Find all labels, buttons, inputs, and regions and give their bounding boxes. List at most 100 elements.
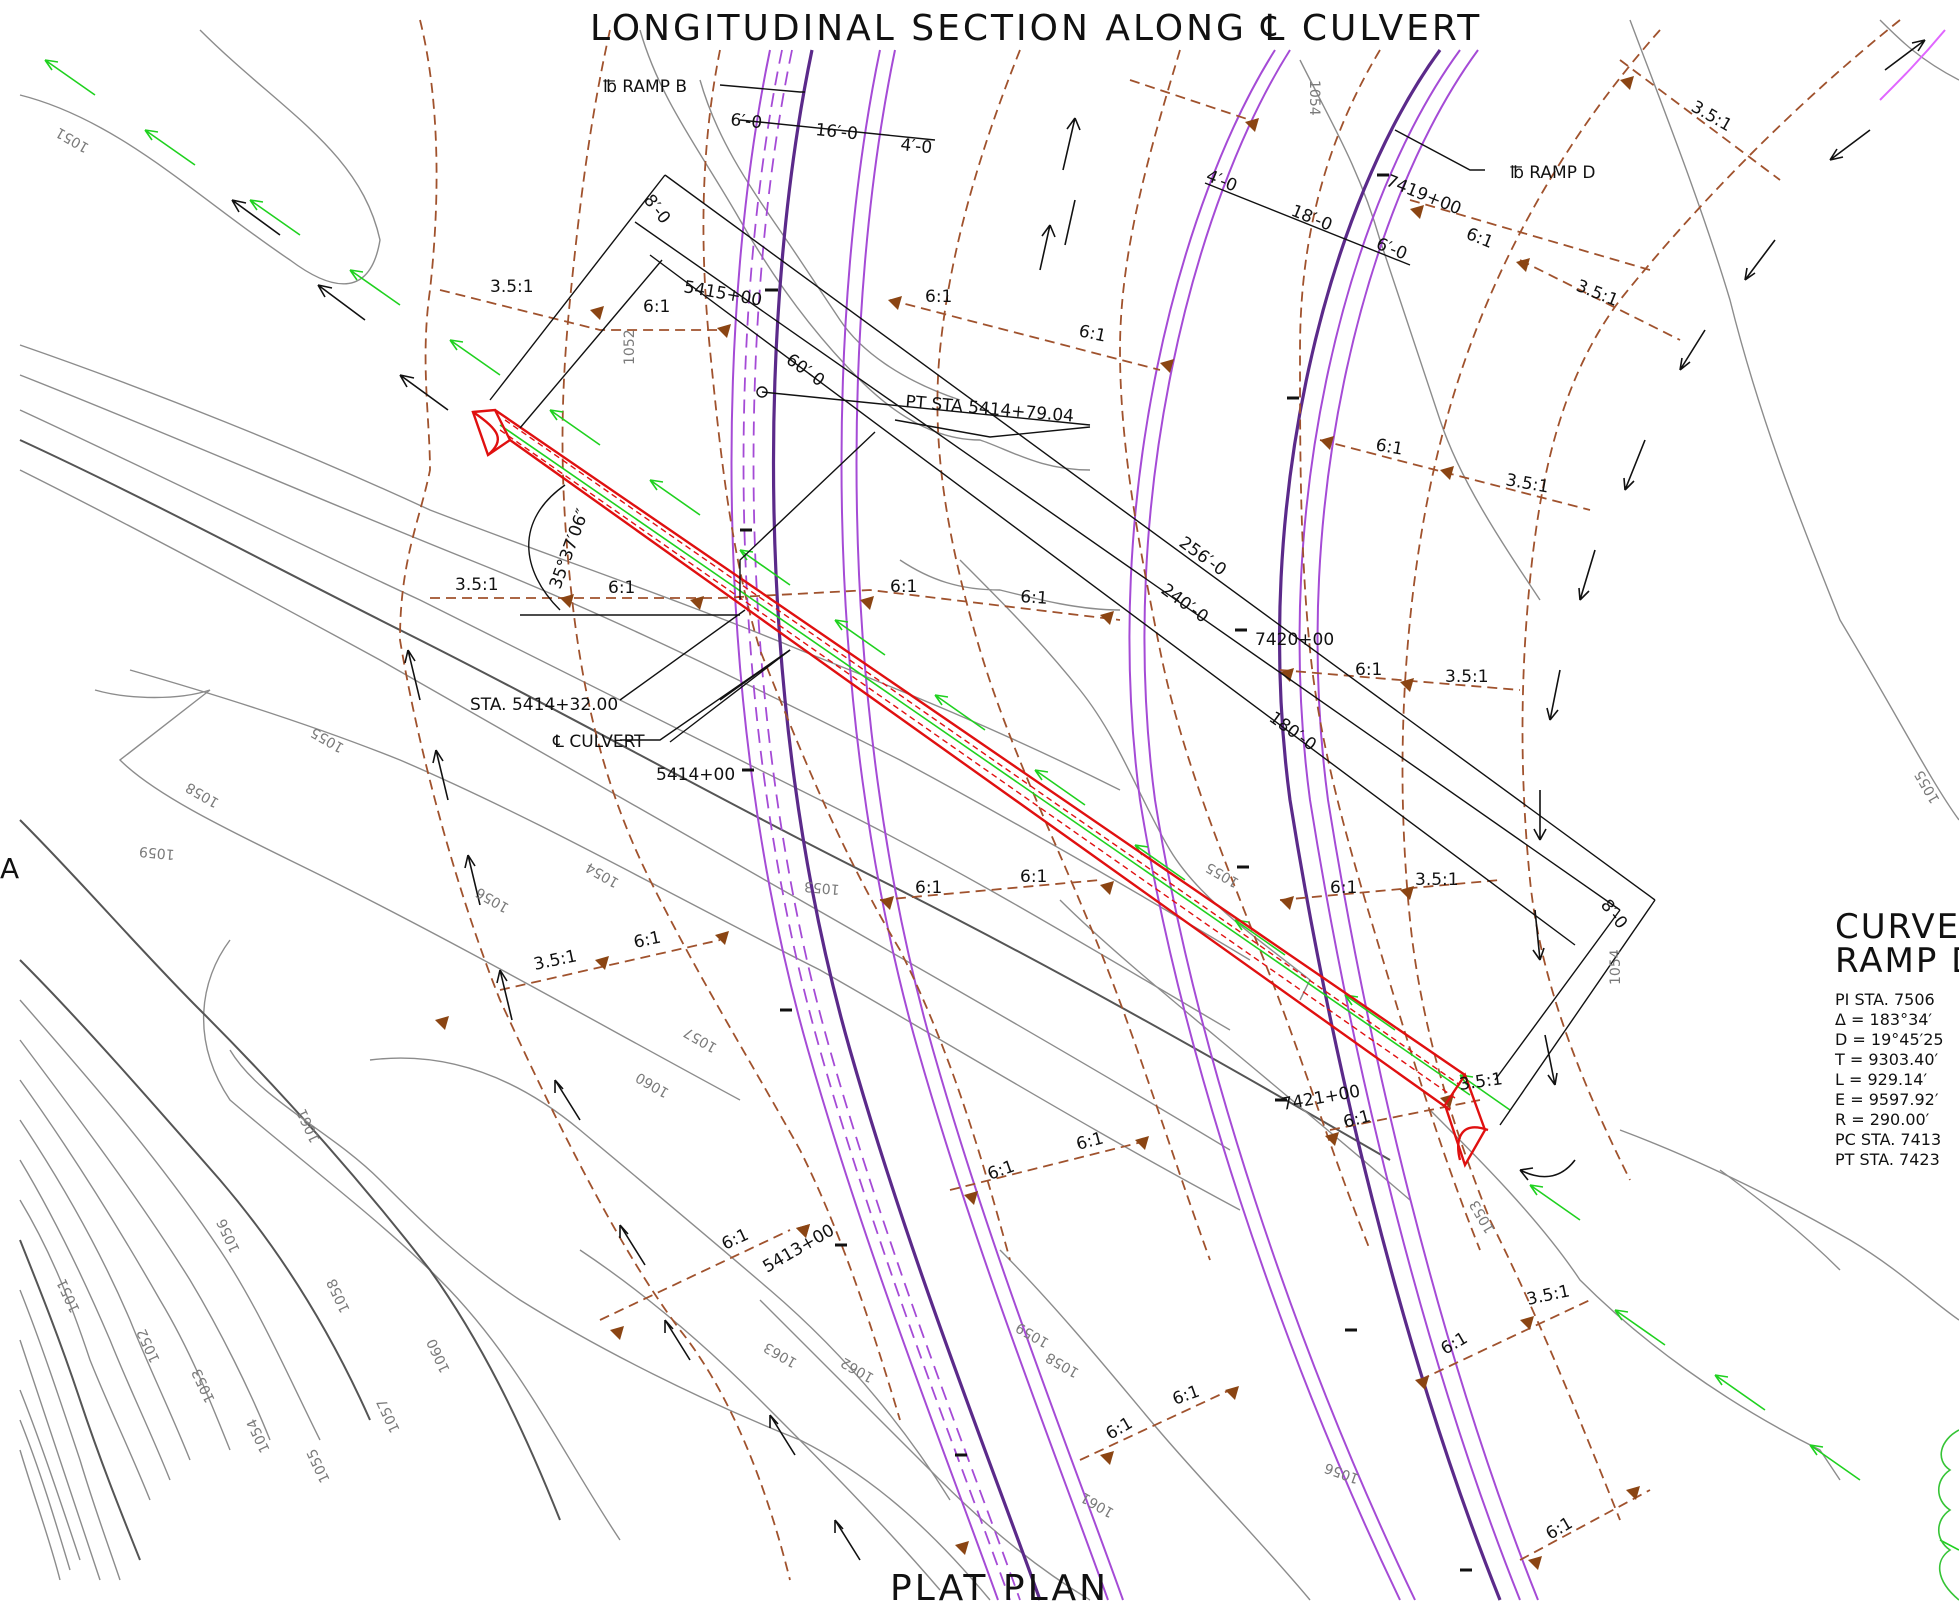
dim-d1: 6′-0 <box>729 110 763 133</box>
station-7419: 7419+00 <box>1383 171 1464 219</box>
cl-culvert-label: ℄ CULVERT <box>552 732 645 752</box>
svg-text:1052: 1052 <box>622 329 638 365</box>
svg-text:6:1: 6:1 <box>1330 878 1357 898</box>
svg-text:3.5:1: 3.5:1 <box>1504 470 1550 497</box>
svg-text:L = 929.14′: L = 929.14′ <box>1835 1070 1927 1089</box>
svg-text:6:1: 6:1 <box>1074 1128 1106 1154</box>
drawing-title: LONGITUDINAL SECTION ALONG ℄ CULVERT <box>590 8 1482 49</box>
contour-lines <box>19 19 1959 1601</box>
svg-text:PI STA. 7506: PI STA. 7506 <box>1835 990 1935 1009</box>
svg-text:1060: 1060 <box>633 1069 672 1101</box>
svg-text:1061: 1061 <box>294 1106 324 1145</box>
station-5414: 5414+00 <box>656 765 735 785</box>
dim-d6: 6′-0 <box>1373 234 1410 264</box>
grading-lines <box>399 19 1901 1581</box>
dim-d7: 8′-0 <box>639 191 674 228</box>
dimension-lines <box>489 84 1656 1126</box>
dim-d12: 8′-0 <box>1596 896 1631 933</box>
tree-line <box>1937 1429 1959 1601</box>
svg-text:1062: 1062 <box>838 1354 877 1386</box>
dim-d8: 60′-0 <box>782 350 828 391</box>
contour-labels: 1051 1052 1055 1058 1059 1056 1054 1053 … <box>53 80 1943 1520</box>
svg-text:1054: 1054 <box>583 859 622 891</box>
svg-text:6:1: 6:1 <box>1374 435 1404 459</box>
svg-text:3.5:1: 3.5:1 <box>490 277 534 297</box>
dim-d3: 4′-0 <box>899 135 933 158</box>
svg-text:PT STA. 7423: PT STA. 7423 <box>1835 1150 1940 1169</box>
svg-text:1057: 1057 <box>681 1024 720 1056</box>
svg-text:3.5:1: 3.5:1 <box>1573 276 1621 311</box>
svg-text:1053: 1053 <box>189 1366 219 1405</box>
drawing-footer: PLAT PLAN <box>890 1568 1109 1607</box>
svg-text:1059: 1059 <box>1013 1319 1052 1351</box>
svg-text:6:1: 6:1 <box>925 287 952 307</box>
svg-text:1055: 1055 <box>304 1446 334 1485</box>
svg-text:1058: 1058 <box>1043 1349 1082 1381</box>
svg-text:6:1: 6:1 <box>632 928 663 953</box>
svg-text:3.5:1: 3.5:1 <box>1458 1069 1504 1095</box>
svg-text:1056: 1056 <box>214 1216 244 1255</box>
svg-text:3.5:1: 3.5:1 <box>1688 97 1736 136</box>
svg-text:D = 19°45′25: D = 19°45′25 <box>1835 1030 1944 1049</box>
slope-markers <box>435 76 1640 1570</box>
svg-text:6:1: 6:1 <box>1438 1328 1472 1359</box>
svg-text:6:1: 6:1 <box>1355 660 1382 680</box>
svg-text:1053: 1053 <box>803 878 840 897</box>
svg-text:1056: 1056 <box>1322 1459 1361 1486</box>
svg-text:6:1: 6:1 <box>890 577 917 597</box>
station-5415: 5415+00 <box>682 277 763 310</box>
svg-text:PC STA. 7413: PC STA. 7413 <box>1835 1130 1941 1149</box>
dim-d11: 180′-0 <box>1265 708 1320 755</box>
svg-text:R = 290.00′: R = 290.00′ <box>1835 1110 1930 1129</box>
curve-heading: CURVE <box>1835 907 1959 947</box>
station-ticks <box>740 173 1472 1572</box>
svg-text:1063: 1063 <box>761 1339 800 1371</box>
svg-text:1055: 1055 <box>308 724 347 756</box>
edge-letter: A <box>0 852 19 885</box>
station-7420: 7420+00 <box>1255 630 1334 650</box>
dim-d4: 4′-0 <box>1203 166 1240 196</box>
svg-text:E = 9597.92′: E = 9597.92′ <box>1835 1090 1939 1109</box>
dim-d9: 256′-0 <box>1175 533 1230 580</box>
pt-sta-label: PT STA 5414+79.04 <box>905 392 1075 427</box>
svg-text:6:1: 6:1 <box>1543 1513 1577 1544</box>
culvert <box>471 408 1489 1168</box>
svg-text:6:1: 6:1 <box>1103 1413 1137 1444</box>
ramp-d-label: ℔ RAMP D <box>1510 163 1595 183</box>
svg-text:6:1: 6:1 <box>1020 587 1049 609</box>
dim-d10: 240′-0 <box>1157 580 1212 627</box>
sta-culvert-label: STA. 5414+32.00 <box>470 695 618 715</box>
svg-text:6:1: 6:1 <box>643 297 670 317</box>
svg-text:6:1: 6:1 <box>1020 867 1047 887</box>
svg-text:1058: 1058 <box>324 1276 354 1315</box>
roadway-lines <box>730 29 1946 1601</box>
svg-text:6:1: 6:1 <box>1463 224 1496 253</box>
svg-text:6:1: 6:1 <box>1341 1106 1373 1132</box>
direction-arrows <box>231 39 1926 1561</box>
svg-text:1054: 1054 <box>1306 80 1322 116</box>
svg-text:1061: 1061 <box>1078 1489 1117 1521</box>
svg-text:3.5:1: 3.5:1 <box>1415 870 1459 890</box>
svg-text:1055: 1055 <box>1203 859 1242 891</box>
svg-text:1055: 1055 <box>1912 767 1944 806</box>
svg-text:1059: 1059 <box>138 843 175 862</box>
svg-text:1052: 1052 <box>134 1326 164 1365</box>
svg-text:1060: 1060 <box>424 1336 454 1375</box>
curve-heading-ramp: RAMP D <box>1835 941 1959 981</box>
svg-text:3.5:1: 3.5:1 <box>532 946 579 975</box>
ramp-b-label: ℔ RAMP B <box>603 77 687 97</box>
svg-text:T = 9303.40′: T = 9303.40′ <box>1834 1050 1939 1069</box>
svg-text:1058: 1058 <box>183 779 222 811</box>
svg-text:6:1: 6:1 <box>1077 321 1108 346</box>
curve-data-table: CURVE RAMP D PI STA. 7506 Δ = 183°34′ D … <box>1834 907 1959 1169</box>
svg-text:1051: 1051 <box>54 1276 84 1315</box>
flow-arrows <box>44 59 1959 1551</box>
dim-d2: 16′-0 <box>814 120 858 144</box>
svg-text:1054: 1054 <box>1608 949 1624 985</box>
svg-text:Δ = 183°34′: Δ = 183°34′ <box>1835 1010 1932 1029</box>
svg-text:6:1: 6:1 <box>915 878 942 898</box>
svg-text:3.5:1: 3.5:1 <box>455 575 499 595</box>
svg-text:1057: 1057 <box>374 1396 404 1435</box>
svg-text:1051: 1051 <box>53 124 92 156</box>
